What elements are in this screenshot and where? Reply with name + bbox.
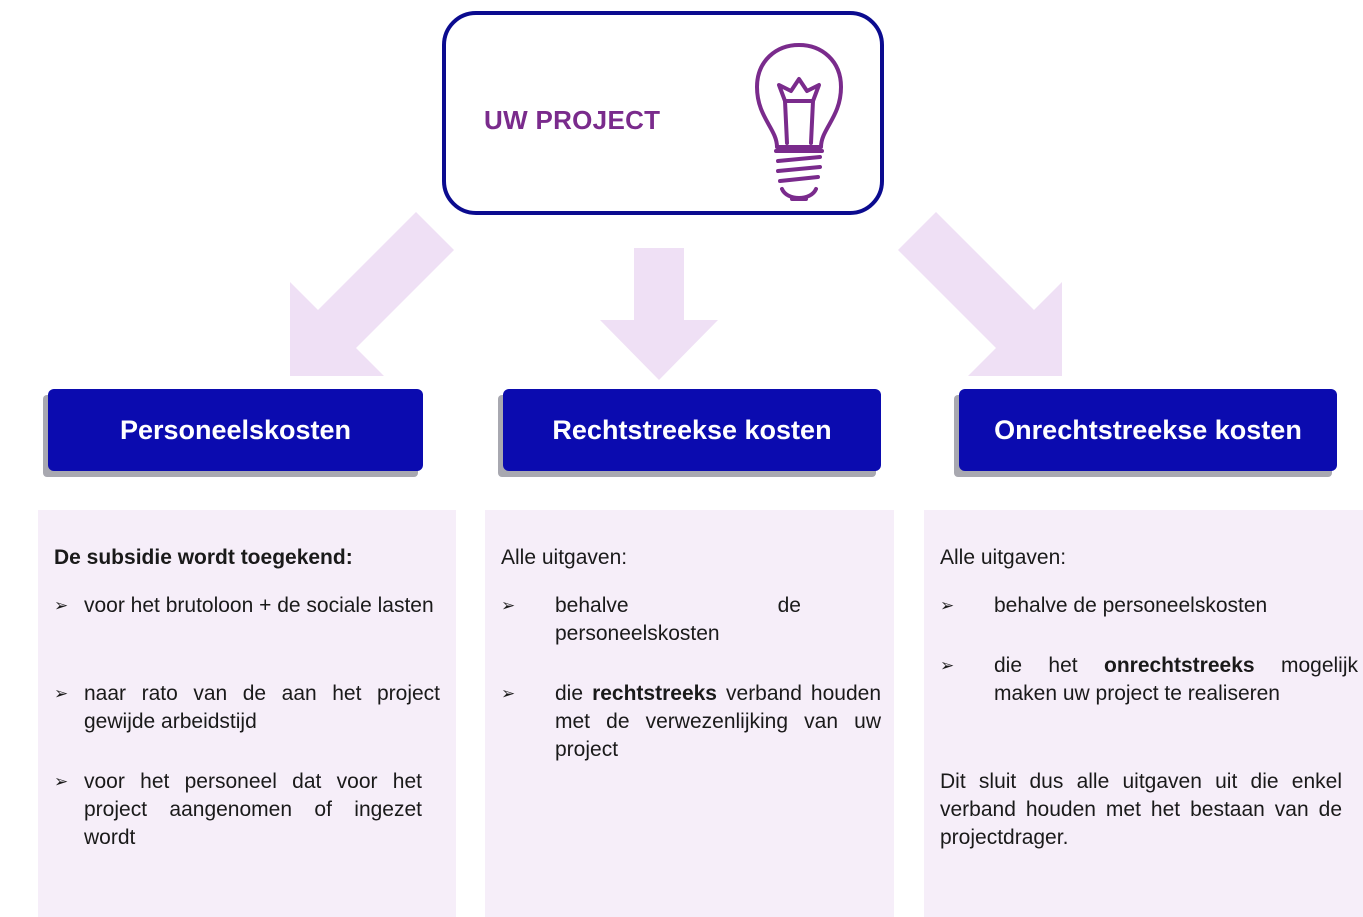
arrow-bullet-icon: ➢ (54, 772, 69, 791)
arrow-bullet-icon: ➢ (501, 596, 516, 615)
list-item-text: voor het brutoloon + de sociale lasten (84, 594, 434, 617)
list-item-text: behalve de personeelskosten (555, 594, 801, 645)
category-personeelskosten: Personeelskosten (43, 389, 423, 477)
text-bold: rechtstreeks (592, 682, 717, 705)
list-item-text: voor het personeel dat voor het project … (84, 770, 422, 849)
arrow-bullet-icon: ➢ (940, 656, 955, 675)
category-title: Rechtstreekse kosten (503, 389, 881, 471)
panel-personeelskosten: De subsidie wordt toegekend: ➢ voor het … (38, 510, 456, 917)
text-before: die (555, 682, 593, 705)
text-before: die het (994, 654, 1104, 677)
arrow-bullet-icon: ➢ (940, 596, 955, 615)
panel-intro: Alle uitgaven: (501, 546, 628, 569)
list-item: ➢ die het onrechtstreeks mogelijk maken … (940, 652, 1358, 708)
text-after: mogelijk maken uw project te realiseren (994, 654, 1358, 705)
arrow-bullet-icon: ➢ (54, 684, 69, 703)
list-item: ➢ voor het brutoloon + de sociale lasten (54, 592, 440, 620)
list-item-text: naar rato van de aan het project gewijde… (84, 682, 440, 733)
arrow-bullet-icon: ➢ (501, 684, 516, 703)
arrow-right (898, 212, 1062, 376)
list-item: ➢ behalve de personeelskosten (940, 592, 1360, 620)
category-title: Personeelskosten (48, 389, 423, 471)
category-onrechtstreekse-kosten: Onrechtstreekse kosten (954, 389, 1337, 477)
arrow-bullet-icon: ➢ (54, 596, 69, 615)
arrow-left (290, 212, 454, 376)
lightbulb-icon (755, 43, 843, 201)
text-bold: onrechtstreeks (1104, 654, 1255, 677)
panel-intro: Alle uitgaven: (940, 546, 1067, 569)
list-item: ➢ naar rato van de aan het project gewij… (54, 680, 440, 736)
project-box: UW PROJECT (442, 11, 884, 215)
list-item: ➢ die rechtstreeks verband houden met de… (501, 680, 881, 764)
list-item: ➢ behalve de personeelskosten (501, 592, 801, 648)
list-item-text: behalve de personeelskosten (994, 594, 1268, 617)
category-title: Onrechtstreekse kosten (959, 389, 1337, 471)
panel-onrechtstreekse-kosten: Alle uitgaven: ➢ behalve de personeelsko… (924, 510, 1363, 917)
list-item-text: die rechtstreeks verband houden met de v… (555, 680, 881, 764)
project-title: UW PROJECT (484, 105, 661, 135)
arrow-center (600, 248, 718, 380)
list-item-text: die het onrechtstreeks mogelijk maken uw… (994, 652, 1358, 708)
list-item: ➢ voor het personeel dat voor het projec… (54, 768, 422, 852)
text-after: verband houden met de verwezenlijking va… (555, 682, 882, 761)
panel-note: Dit sluit dus alle uitgaven uit die enke… (940, 770, 1342, 849)
panel-intro: De subsidie wordt toegekend: (54, 546, 353, 569)
category-rechtstreekse-kosten: Rechtstreekse kosten (498, 389, 881, 477)
panel-rechtstreekse-kosten: Alle uitgaven: ➢ behalve de personeelsko… (485, 510, 894, 917)
